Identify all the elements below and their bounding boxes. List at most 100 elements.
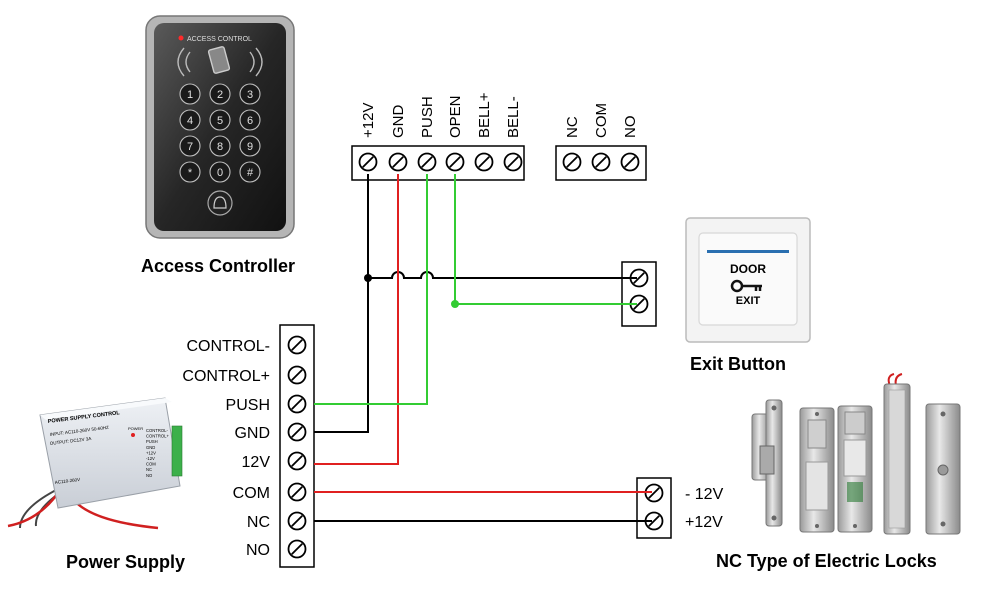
keypad-key-label: 3 [247, 89, 253, 101]
keypad-key[interactable]: 5 [209, 109, 231, 131]
keypad-key-label: 6 [247, 115, 253, 127]
exit-button-device: DOOR EXIT [685, 217, 811, 343]
psu-terminal-screw [287, 511, 307, 531]
relay-terminal-screw [620, 152, 640, 172]
bolt-lock-2 [837, 405, 873, 533]
keypad-key-label: * [188, 167, 193, 179]
rfid-card-icon [177, 46, 263, 77]
psu-device-terminal-label: +12V [146, 450, 156, 455]
keypad-key[interactable]: 1 [179, 83, 201, 105]
keypad-key-label: 4 [187, 115, 193, 127]
keypad-key[interactable]: * [179, 161, 201, 183]
psu-device-terminal-label: PUSH [146, 439, 158, 444]
psu-device-terminal-label: NC [146, 467, 152, 472]
keypad-key[interactable]: # [239, 161, 261, 183]
keypad-key[interactable]: 0 [209, 161, 231, 183]
relay-terminal-block: NC COM NO [555, 103, 647, 181]
wire-controller-push-to-psu-push [314, 174, 428, 405]
electric-locks-device [751, 373, 961, 535]
psu-terminal-screw [287, 365, 307, 385]
keypad-key[interactable]: 4 [179, 109, 201, 131]
relay-terminal-label: COM [593, 103, 610, 138]
psu-terminal-label: COM [233, 485, 270, 502]
wire-junction-dot [364, 274, 372, 282]
status-led-icon [178, 35, 184, 41]
controller-terminal-label: +12V [360, 103, 377, 138]
psu-terminal-screw [287, 451, 307, 471]
controller-terminal-label: PUSH [419, 96, 436, 138]
lock-terminal-label: +12V [685, 514, 723, 531]
psu-terminal-label: 12V [242, 454, 271, 471]
lock-terminal-screw [644, 511, 664, 531]
psu-device-terminal-label: CONTROL+ [146, 434, 169, 439]
controller-terminal-label: OPEN [447, 95, 464, 138]
controller-terminal-screw [388, 152, 408, 172]
psu-terminal-label: CONTROL+ [182, 368, 270, 385]
keypad-key[interactable]: 6 [239, 109, 261, 131]
psu-device-terminal-label: GND [146, 445, 155, 450]
psu-device-terminal-label: -12V [146, 456, 155, 461]
psu-ac-text: AC110-260V [55, 477, 81, 485]
psu-power-text: POWER [128, 426, 143, 431]
controller-header-text: ACCESS CONTROL [187, 36, 252, 43]
psu-terminal-label: NO [246, 542, 270, 559]
controller-terminal-label: GND [390, 105, 407, 139]
keypad-key-label: 9 [247, 141, 253, 153]
key-icon [730, 279, 762, 293]
relay-terminal-label: NC [564, 116, 581, 138]
psu-terminal-label: NC [247, 514, 270, 531]
keypad-key[interactable]: 2 [209, 83, 231, 105]
magnetic-lock [883, 373, 911, 535]
lock-terminal-block: - 12V +12V [636, 477, 724, 539]
psu-terminal-label: CONTROL- [186, 338, 270, 355]
keypad-key-label: 8 [217, 141, 223, 153]
controller-terminal-label: BELL- [505, 96, 522, 138]
keypad-key[interactable]: 7 [179, 135, 201, 157]
psu-device-terminal-label: COM [146, 462, 156, 467]
psu-terminal-screw [287, 422, 307, 442]
exit-exit-label: EXIT [736, 295, 761, 307]
keypad-key-label: 1 [187, 89, 193, 101]
wire-controller-12v-to-psu-gnd [314, 174, 369, 433]
exit-door-label: DOOR [730, 262, 766, 276]
power-supply-device: POWER SUPPLY CONTROL INPUT: AC110-260V 5… [7, 397, 183, 530]
relay-terminal-screw [591, 152, 611, 172]
wire-controller-gnd-to-psu-12v [314, 174, 399, 465]
keypad-key-label: 0 [217, 167, 223, 179]
psu-terminal-screw [287, 482, 307, 502]
wire-controller-open-to-exit [454, 174, 637, 305]
psu-device-terminal-label: NO [146, 473, 153, 478]
psu-device-terminal-label: CONTROL- [146, 428, 168, 433]
keypad-key-label: 5 [217, 115, 223, 127]
wire-junction-dot-green [451, 300, 459, 308]
relay-terminal-label: NO [622, 116, 639, 139]
keypad-key-label: 2 [217, 89, 223, 101]
keypad-key-label: 7 [187, 141, 193, 153]
bell-icon [207, 190, 233, 216]
controller-terminal-screw [445, 152, 465, 172]
psu-terminal-screw [287, 335, 307, 355]
psu-power-led-icon [131, 433, 135, 437]
controller-terminal-screw [503, 152, 523, 172]
exit-button-caption: Exit Button [690, 354, 786, 374]
controller-terminal-screw [474, 152, 494, 172]
psu-output-text: OUTPUT: DC12V 3A [50, 436, 92, 446]
bolt-lock-1 [799, 407, 835, 533]
keypad-key[interactable]: 8 [209, 135, 231, 157]
electric-strike-lock [751, 399, 783, 527]
psu-terminal-screw [287, 539, 307, 559]
exit-terminal-block [621, 261, 657, 327]
psu-terminal-label: PUSH [226, 397, 270, 414]
lock-terminal-label: - 12V [685, 486, 724, 503]
wires [314, 174, 652, 522]
electric-locks-caption: NC Type of Electric Locks [716, 551, 937, 571]
access-controller-device: ACCESS CONTROL 1 2 3 4 5 6 7 8 9 * 0 # [145, 15, 295, 239]
keypad-keys: 1 2 3 4 5 6 7 8 9 * 0 # [179, 83, 261, 183]
keypad-key-label: # [247, 167, 254, 179]
keypad-key[interactable]: 3 [239, 83, 261, 105]
keypad-key[interactable]: 9 [239, 135, 261, 157]
wire-to-exit-button [368, 271, 637, 279]
